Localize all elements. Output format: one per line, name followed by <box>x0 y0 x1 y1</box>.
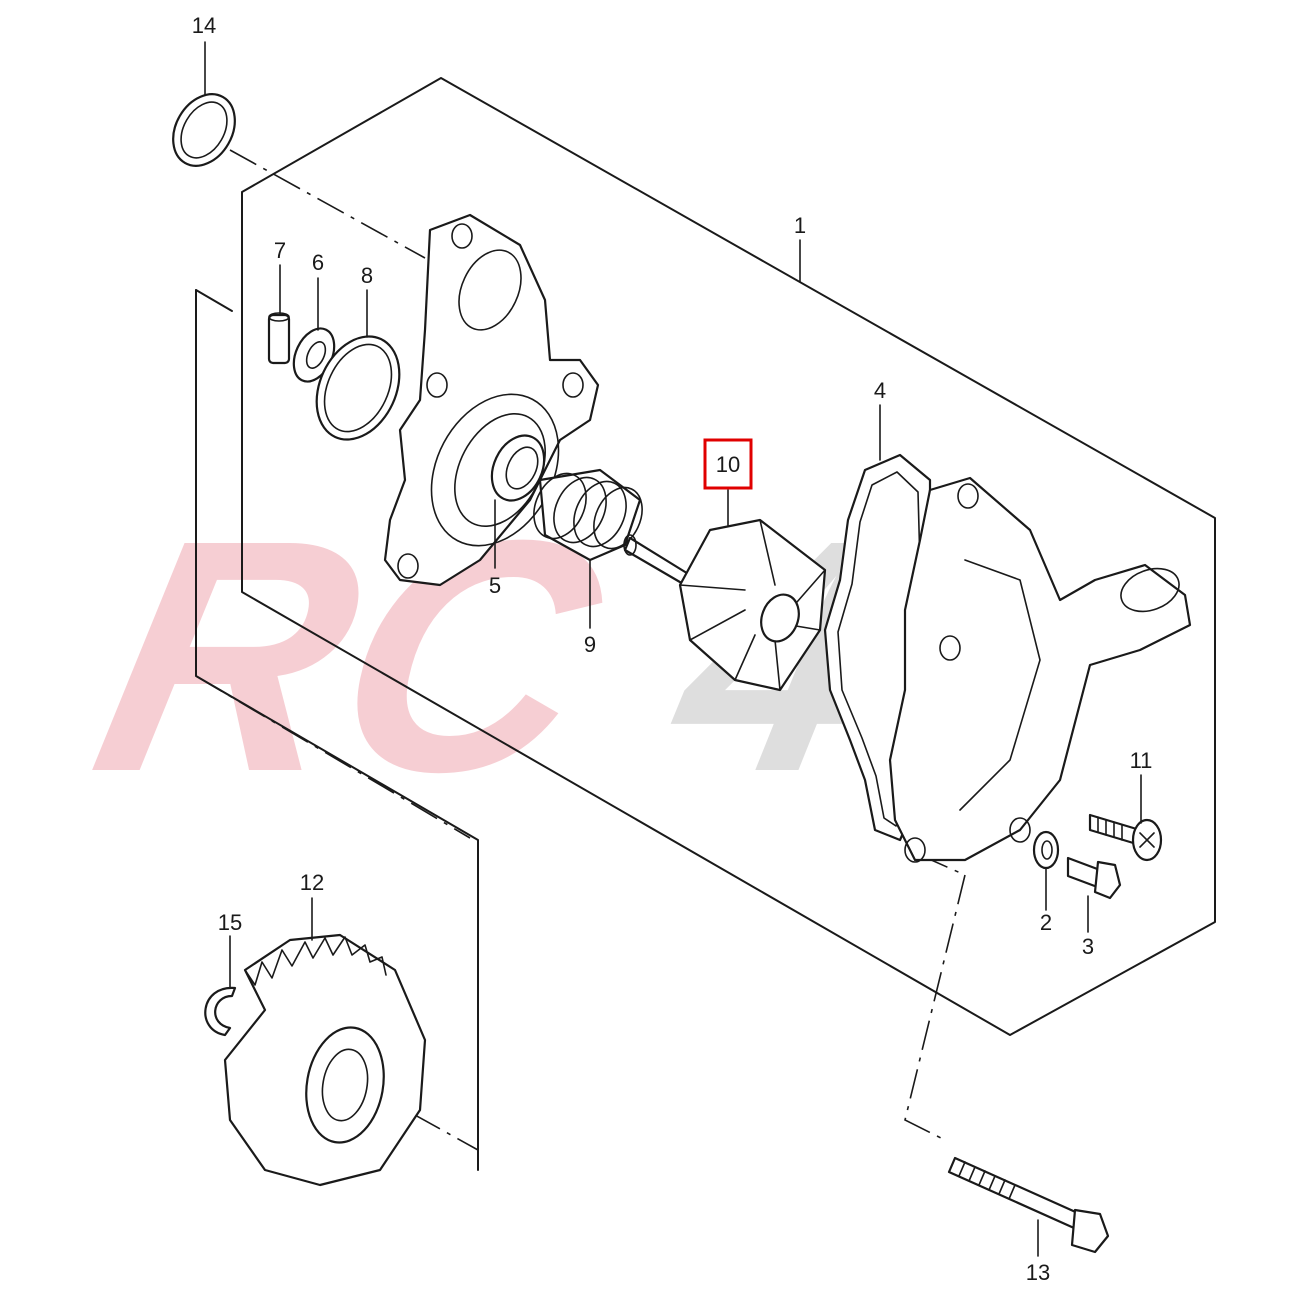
callout-2: 2 <box>1040 910 1052 935</box>
leader-lines <box>204 41 1142 1257</box>
callout-3: 3 <box>1082 934 1094 959</box>
pump-housing <box>888 476 1192 863</box>
alignment-line-13 <box>904 874 966 1141</box>
washer-6 <box>292 327 336 383</box>
dowel-pin-7 <box>267 312 291 365</box>
washer-2 <box>1032 830 1060 870</box>
assembly-box-outline <box>241 77 1216 1036</box>
callout-14: 14 <box>192 13 216 38</box>
bolt-3 <box>1066 856 1122 900</box>
callout-1: 1 <box>794 213 806 238</box>
gear-12 <box>223 933 427 1187</box>
callout-4: 4 <box>874 378 886 403</box>
callout-9: 9 <box>584 632 596 657</box>
callout-8: 8 <box>361 263 373 288</box>
oil-seal-5 <box>490 434 546 502</box>
callout-10: 10 <box>716 452 740 477</box>
callout-6: 6 <box>312 250 324 275</box>
o-ring-14 <box>172 93 236 167</box>
callout-13: 13 <box>1026 1260 1050 1285</box>
callout-labels: 14 7 6 8 1 4 5 9 10 11 2 3 13 12 15 <box>192 13 1153 1285</box>
alignment-line-14 <box>229 149 426 259</box>
callout-12: 12 <box>300 870 324 895</box>
highlight-box-10 <box>703 438 753 490</box>
alignment-line-gear <box>195 675 471 839</box>
gear-group-frame <box>195 289 479 1171</box>
pump-cover-plate <box>383 213 600 587</box>
frame-tick <box>195 289 233 312</box>
callout-11: 11 <box>1130 748 1153 773</box>
circlip-15 <box>204 986 237 1037</box>
o-ring-8 <box>315 335 401 441</box>
mechanical-seal-9 <box>533 468 643 562</box>
screw-11 <box>1088 813 1163 862</box>
callout-7: 7 <box>274 238 286 263</box>
callout-5: 5 <box>489 573 501 598</box>
long-bolt-13 <box>947 1156 1110 1254</box>
impeller-10 <box>623 518 827 692</box>
callout-15: 15 <box>218 910 242 935</box>
